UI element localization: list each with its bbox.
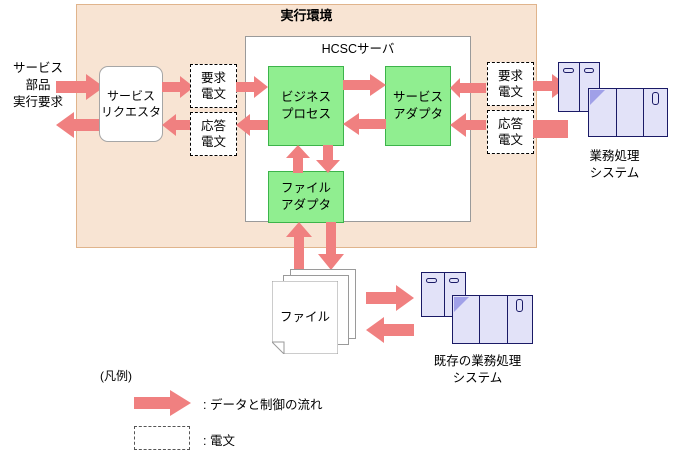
hcsc-server-title: HCSCサーバ — [321, 42, 395, 56]
legacy-server-panel-divider-2 — [507, 295, 508, 344]
arrow-file-to-file-adapter — [286, 222, 312, 270]
file-front-sheet: ファイル — [272, 281, 338, 354]
business-process-line2: プロセス — [280, 107, 331, 121]
arrow-file-adapter-to-file — [318, 222, 344, 270]
service-part-request-label: サービス 部品 実行要求 — [0, 60, 76, 111]
service-part-request-line2: 部品 — [25, 78, 51, 92]
arrow-service-adapter-to-business-process — [343, 113, 386, 135]
server-slot-left — [563, 68, 574, 73]
server-slot-right — [584, 68, 594, 73]
legend-dashed-text: : 電文 — [203, 434, 235, 448]
left-request-message-line2: 電文 — [200, 87, 226, 101]
arrow-right-response-message-to-service-adapter — [450, 113, 486, 137]
arrow-service-adapter-to-right-request-message — [450, 78, 486, 98]
business-system-label: 業務処理 システム — [552, 148, 677, 182]
business-process-box: ビジネス プロセス — [268, 66, 344, 146]
legacy-server-cabinet-divider — [444, 272, 445, 317]
legacy-system-icon — [421, 272, 533, 350]
right-request-message-line1: 要求 — [497, 69, 523, 83]
legend-title: (凡例) — [100, 369, 132, 383]
legacy-server-indicator — [516, 299, 523, 312]
server-indicator — [652, 92, 659, 105]
file-adapter-line1: ファイル — [280, 181, 331, 195]
business-system-line2: システム — [589, 166, 640, 180]
left-request-message-box: 要求 電文 — [190, 64, 237, 108]
service-part-request-line1: サービス — [12, 61, 63, 75]
file-adapter-line2: アダプタ — [280, 198, 331, 212]
right-response-message-box: 応答 電文 — [487, 110, 534, 154]
arrow-legacy-system-to-file — [366, 317, 414, 343]
service-adapter-box: サービス アダプタ — [385, 66, 451, 146]
business-system-icon — [558, 62, 670, 144]
legacy-server-slot-right — [449, 278, 459, 283]
service-requester-line1: サービス — [106, 89, 155, 103]
arrow-file-adapter-to-business-process — [286, 145, 310, 173]
server-panel-divider-2 — [643, 88, 644, 137]
legacy-server-slot-left — [426, 278, 437, 283]
arrow-request-message-to-business-process — [236, 76, 268, 98]
business-process-line1: ビジネス — [280, 90, 331, 104]
right-request-message-line2: 電文 — [497, 85, 523, 99]
service-adapter-line1: サービス — [392, 90, 443, 104]
arrow-business-process-to-file-adapter — [316, 145, 340, 173]
legend-arrow-text: : データと制御の流れ — [203, 398, 323, 412]
arrow-business-process-to-response-message — [236, 114, 268, 136]
service-adapter-line2: アダプタ — [392, 107, 443, 121]
legacy-server-panel-divider-1 — [479, 295, 480, 344]
arrow-response-message-to-requester — [162, 114, 194, 136]
legend-dashed-box-icon — [134, 426, 190, 450]
arrow-business-system-to-response-message — [533, 120, 568, 138]
left-request-message-line1: 要求 — [200, 71, 226, 85]
server-panel-divider-1 — [616, 88, 617, 137]
service-part-request-line3: 実行要求 — [12, 95, 63, 109]
business-system-line1: 業務処理 — [589, 149, 640, 163]
left-response-message-line1: 応答 — [200, 119, 226, 133]
right-response-message-line2: 電文 — [497, 133, 523, 147]
service-requester-line2: リクエスタ — [100, 105, 161, 119]
file-label: ファイル — [279, 310, 330, 324]
left-response-message-line2: 電文 — [200, 135, 226, 149]
legacy-system-label: 既存の業務処理 システム — [405, 353, 550, 387]
arrow-business-process-to-service-adapter — [343, 74, 386, 96]
right-request-message-box: 要求 電文 — [487, 62, 534, 106]
legacy-system-line2: システム — [452, 371, 503, 385]
legend-arrow-icon — [134, 390, 191, 416]
legacy-system-line1: 既存の業務処理 — [433, 354, 522, 368]
execution-environment-title: 実行環境 — [280, 8, 333, 23]
left-response-message-box: 応答 電文 — [190, 112, 237, 156]
legacy-server-triangle-icon — [454, 297, 469, 312]
file-adapter-box: ファイル アダプタ — [268, 171, 344, 223]
arrow-response-out-of-requester — [56, 112, 104, 138]
arrow-request-into-requester — [56, 74, 104, 100]
arrow-requester-to-request-message — [162, 76, 194, 98]
service-requester-box: サービス リクエスタ — [99, 66, 163, 142]
server-triangle-icon — [590, 90, 605, 105]
right-response-message-line1: 応答 — [497, 117, 523, 131]
arrow-file-to-legacy-system — [366, 285, 414, 311]
server-cabinet-divider — [579, 62, 580, 112]
